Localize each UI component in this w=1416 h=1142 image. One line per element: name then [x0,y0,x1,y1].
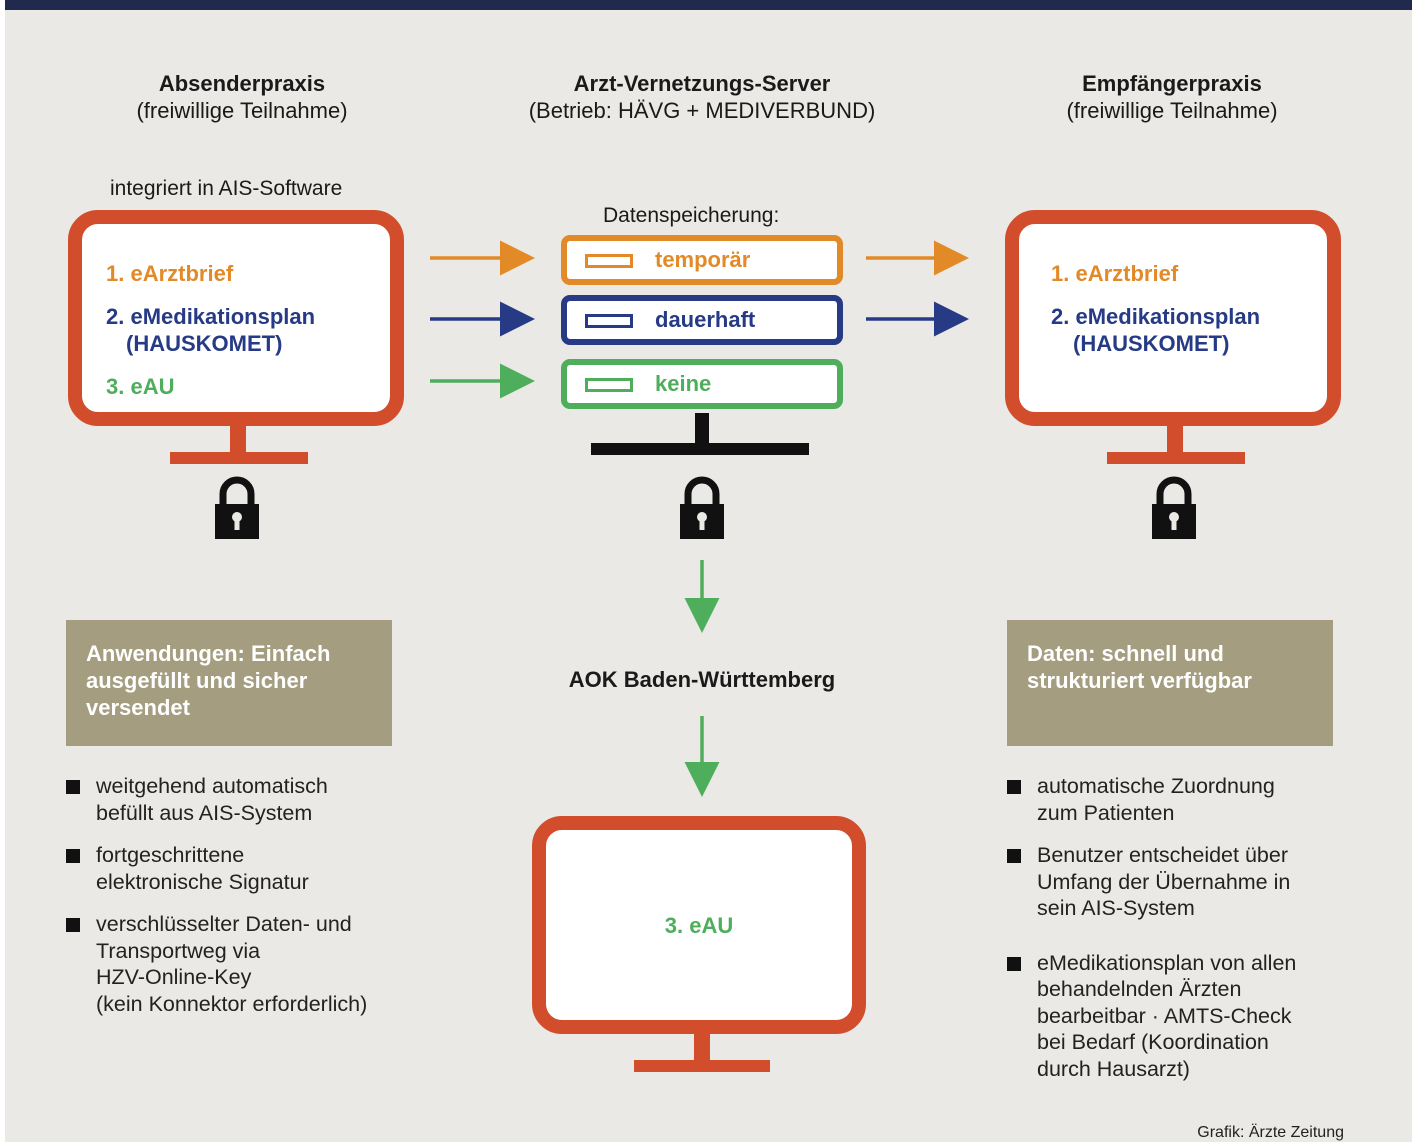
square-bullet-icon [1007,849,1021,863]
bullet-line: befüllt aus AIS-System [96,800,313,825]
square-bullet-icon [66,849,80,863]
receiver-item-hauskomet: (HAUSKOMET) [1073,331,1230,356]
bullet-line: zum Patienten [1037,800,1175,825]
aok-monitor: 3. eAU [532,816,866,1034]
graphic-credit: Grafik: Ärzte Zeitung [1197,1124,1344,1141]
storage-box-icon [585,254,633,268]
aok-label: AOK Baden-Württemberg [568,667,836,692]
bullet-line: HZV-Online-Key [96,965,252,989]
bullet-line: durch Hausarzt) [1037,1056,1190,1081]
square-bullet-icon [66,780,80,794]
receiver-monitor: 1. eArztbrief 2. eMedikationsplan (HAUSK… [1005,210,1341,426]
sender-title: Absenderpraxis [158,71,326,96]
sender-item-emedikationsplan: 2. eMedikationsplan [106,304,316,329]
bullet-line: behandelnden Ärzten [1037,977,1242,1001]
bullet-line: elektronische Signatur [96,869,309,894]
sender-monitor: 1. eArztbrief 2. eMedikationsplan (HAUSK… [68,210,404,426]
bullet-line: (kein Konnektor erforderlich) [96,991,368,1016]
aok-monitor-base [634,1060,770,1072]
square-bullet-icon [1007,780,1021,794]
storage-temporary-label: temporär [655,247,751,272]
sender-panel: Anwendungen: Einfach ausgefüllt und sich… [66,620,392,746]
bullet-line: eMedikationsplan von allen [1037,950,1297,975]
receiver-item-earztbrief: 1. eArztbrief [1051,261,1179,286]
sender-monitor-stand [230,424,246,456]
sender-header: Absenderpraxis (freiwillige Teilnahme) [92,70,392,124]
top-header-bar [5,0,1412,10]
square-bullet-icon [66,918,80,932]
receiver-title: Empfängerpraxis [1082,71,1262,96]
server-header: Arzt-Vernetzungs-Server (Betrieb: HÄVG +… [502,70,902,124]
bullet-line: Umfang der Übernahme in [1037,869,1291,894]
receiver-monitor-stand [1167,424,1183,456]
server-stand [695,413,709,445]
bullet-line: bearbeitbar · AMTS-Check [1037,1003,1292,1028]
server-subtitle: (Betrieb: HÄVG + MEDIVERBUND) [528,98,876,123]
bullet-line: automatische Zuordnung [1037,774,1275,798]
bullet-line: weitgehend automatisch [96,774,328,798]
receiver-subtitle: (freiwillige Teilnahme) [1066,98,1278,123]
storage-temporary: temporär [561,235,843,285]
storage-permanent-label: dauerhaft [655,307,756,332]
bullet-line: fortgeschrittene [96,843,245,867]
sender-item-hauskomet: (HAUSKOMET) [126,331,283,356]
receiver-header: Empfängerpraxis (freiwillige Teilnahme) [1022,70,1322,124]
bullet-line: sein AIS-System [1037,896,1195,920]
bullet-line: verschlüsselter Daten- und [96,912,352,936]
sender-software-note: integriert in AIS-Software [110,177,343,200]
server-base [591,443,809,455]
storage-box-icon [585,378,633,392]
sender-subtitle: (freiwillige Teilnahme) [136,98,348,123]
padlock-icon [215,476,259,539]
storage-none-label: keine [655,371,712,396]
storage-permanent: dauerhaft [561,295,843,345]
bullet-line: bei Bedarf (Koordination [1037,1030,1269,1054]
storage-label: Datenspeicherung: [603,204,780,227]
padlock-icon [1152,476,1196,539]
storage-box-icon [585,314,633,328]
aok-monitor-stand [694,1032,710,1062]
sender-item-earztbrief: 1. eArztbrief [106,261,234,286]
square-bullet-icon [1007,956,1021,971]
aok-item-eau: 3. eAU [664,913,734,938]
server-title: Arzt-Vernetzungs-Server [573,71,831,96]
storage-none: keine [561,359,843,409]
bullet-line: Transportweg via [96,938,261,963]
receiver-panel: Daten: schnell und strukturiert verfügba… [1007,620,1333,746]
sender-item-eau: 3. eAU [106,374,175,399]
receiver-item-emedikationsplan: 2. eMedikationsplan [1051,304,1261,329]
padlock-icon [680,476,724,539]
sender-monitor-base [170,452,308,464]
receiver-monitor-base [1107,452,1245,464]
bullet-line: Benutzer entscheidet über [1037,843,1288,867]
